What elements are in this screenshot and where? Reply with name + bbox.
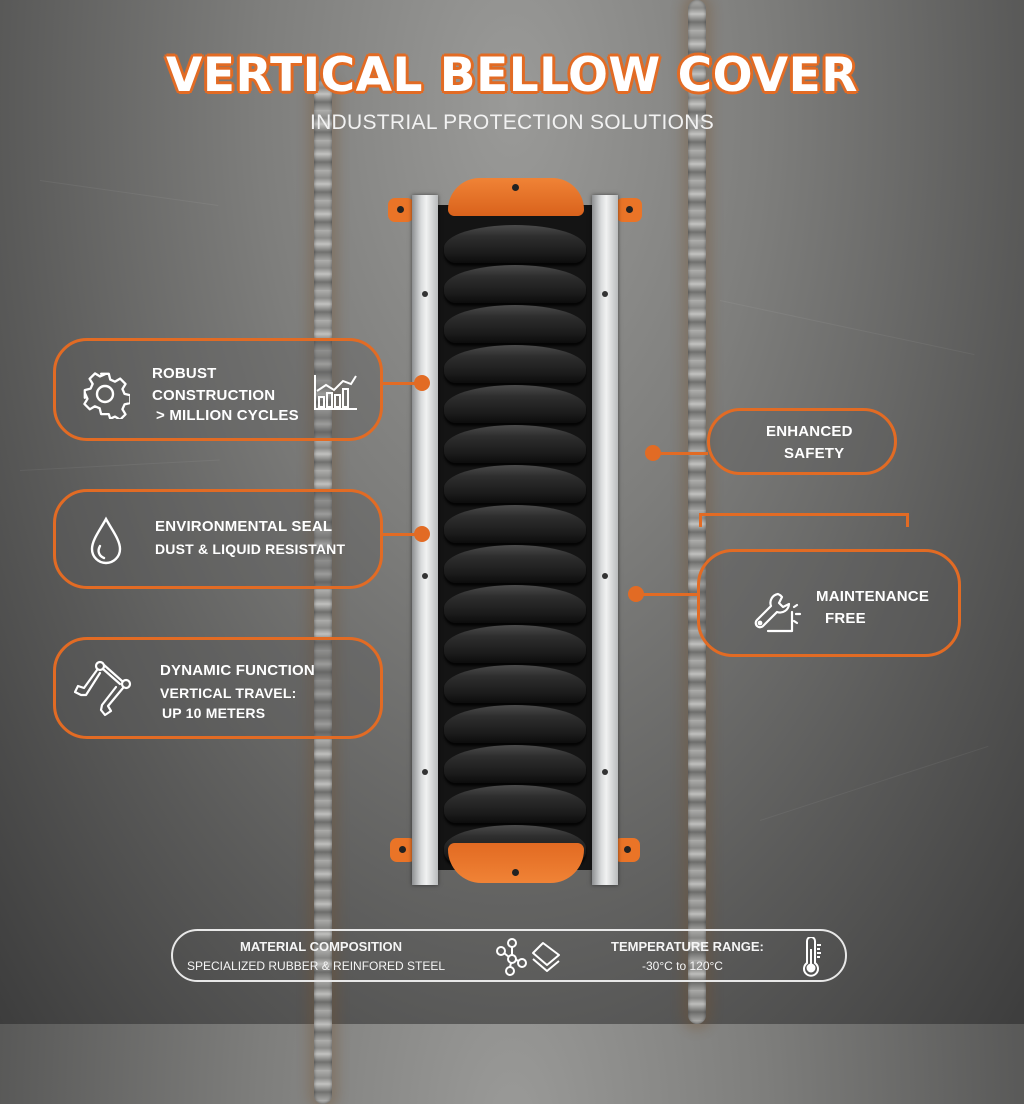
page-title: VERTICAL BELLOW COVER <box>166 48 858 103</box>
robotic-arm-wrench-icon <box>74 658 140 718</box>
rubber-bellow <box>438 205 592 870</box>
callout-anchor-dot <box>414 375 430 391</box>
callout-anchor-dot <box>414 526 430 542</box>
mounting-tab-top-left <box>388 198 414 222</box>
decorative-bracket-line <box>699 513 909 527</box>
layers-icon <box>531 941 561 973</box>
wrench-maintenance-icon <box>754 590 804 634</box>
callout-connector <box>383 533 419 536</box>
callout-anchor-dot <box>628 586 644 602</box>
callout-anchor-dot <box>645 445 661 461</box>
weld-seam-right <box>688 0 706 1024</box>
feature-detail: VERTICAL TRAVEL: <box>160 685 297 701</box>
feature-title-line: MAINTENANCE <box>816 588 930 605</box>
feature-title-line: ENHANCED <box>766 423 853 440</box>
thermometer-icon <box>801 937 823 977</box>
feature-environmental-seal: ENVIRONMENTAL SEAL DUST & LIQUID RESISTA… <box>53 489 383 589</box>
feature-robust-construction: ROBUST CONSTRUCTION > MILLION CYCLES <box>53 338 383 441</box>
mounting-tab-bottom-left <box>390 838 416 862</box>
page-subtitle: INDUSTRIAL PROTECTION SOLUTIONS <box>309 111 715 134</box>
orange-clamp-top <box>448 178 584 216</box>
orange-clamp-bottom <box>448 843 584 883</box>
callout-connector <box>652 452 708 455</box>
feature-title-line: CONSTRUCTION <box>152 387 276 404</box>
bar-chart-growth-icon <box>312 373 358 413</box>
feature-detail: DUST & LIQUID RESISTANT <box>155 541 346 557</box>
feature-title-line: SAFETY <box>784 445 845 462</box>
feature-title: ENVIRONMENTAL SEAL <box>155 518 333 535</box>
feature-dynamic-function: DYNAMIC FUNCTION VERTICAL TRAVEL: UP 10 … <box>53 637 383 739</box>
specifications-bar: MATERIAL COMPOSITION SPECIALIZED RUBBER … <box>171 929 847 982</box>
temperature-range-value: -30°C to 120°C <box>642 959 723 973</box>
feature-detail: UP 10 METERS <box>162 705 266 721</box>
callout-connector <box>383 382 419 385</box>
mounting-tab-bottom-right <box>614 838 640 862</box>
material-composition-value: SPECIALIZED RUBBER & REINFORED STEEL <box>187 959 446 973</box>
feature-detail: > MILLION CYCLES <box>156 407 299 424</box>
water-drop-icon <box>88 516 124 566</box>
feature-title-line: FREE <box>825 610 866 627</box>
temperature-range-title: TEMPERATURE RANGE: <box>611 939 764 954</box>
material-composition-title: MATERIAL COMPOSITION <box>240 939 403 954</box>
aluminum-rail-right <box>592 195 618 885</box>
feature-enhanced-safety: ENHANCED SAFETY <box>707 408 897 475</box>
callout-connector <box>640 593 698 596</box>
feature-maintenance-free: MAINTENANCE FREE <box>697 549 961 657</box>
weld-seam-left <box>314 80 332 1104</box>
gear-icon <box>80 369 130 419</box>
feature-title-line: ROBUST <box>152 365 217 382</box>
mounting-tab-top-right <box>616 198 642 222</box>
molecule-icon <box>496 937 528 977</box>
feature-title: DYNAMIC FUNCTION <box>160 662 315 679</box>
